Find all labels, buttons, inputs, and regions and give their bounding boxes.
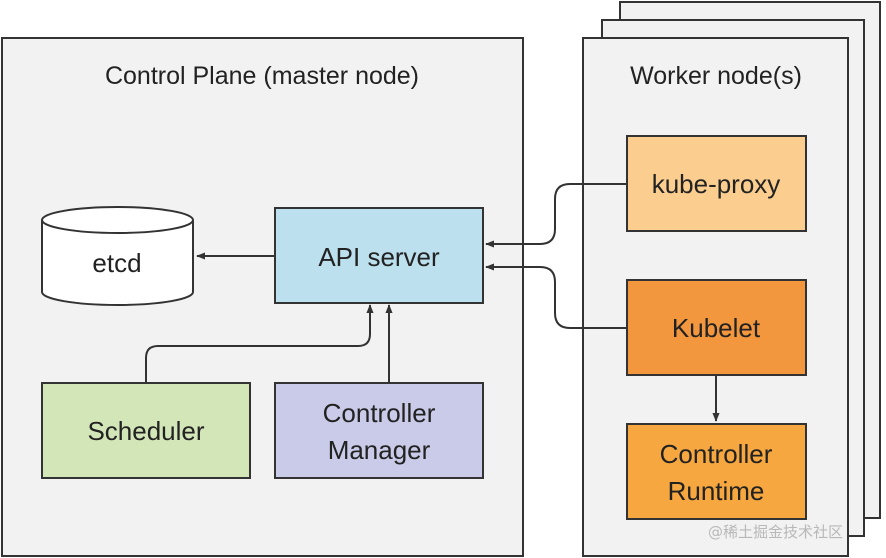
controller-manager-box: [274, 382, 484, 479]
api-server-node: API server: [274, 207, 484, 304]
edge-scheduler-to-api-server: [145, 304, 374, 383]
etcd-cylinder-body: [41, 220, 194, 306]
controller-runtime-box: [626, 423, 807, 520]
etcd-label: etcd: [92, 248, 141, 278]
kube-proxy-node: kube-proxy: [626, 135, 807, 232]
edge-kubelet-to-api-server: [485, 263, 627, 329]
scheduler-node: Scheduler: [41, 382, 251, 479]
worker-node-title: Worker node(s): [630, 62, 802, 90]
controller-manager-label-line2: Manager: [328, 435, 431, 465]
etcd-cylinder-top: [41, 206, 194, 234]
controller-manager-label-line1: Controller: [323, 398, 436, 428]
controller-runtime-label-line2: Runtime: [668, 476, 765, 506]
api-server-box: [274, 207, 484, 304]
scheduler-box: [41, 382, 251, 479]
scheduler-label: Scheduler: [87, 416, 204, 446]
control-plane-title: Control Plane (master node): [105, 62, 419, 90]
edges: [145, 183, 720, 422]
kubelet-label: Kubelet: [672, 313, 761, 343]
etcd-node: etcd: [41, 206, 194, 306]
api-server-label: API server: [318, 242, 440, 272]
kubelet-node: Kubelet: [626, 279, 807, 376]
kubelet-box: [626, 279, 807, 376]
kube-proxy-label: kube-proxy: [652, 169, 781, 199]
controller-manager-node: Controller Manager: [274, 382, 484, 479]
watermark: @稀土掘金技术社区: [708, 523, 843, 541]
kube-proxy-box: [626, 135, 807, 232]
edge-kube-proxy-to-api-server: [485, 183, 627, 248]
controller-runtime-label-line1: Controller: [660, 439, 773, 469]
controller-runtime-node: Controller Runtime: [626, 423, 807, 520]
